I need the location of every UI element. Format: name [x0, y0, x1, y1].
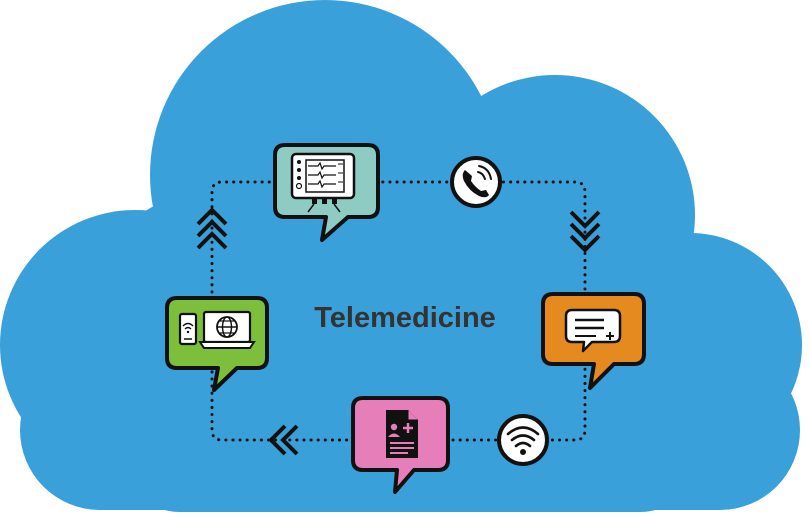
chat-node — [541, 292, 646, 390]
devices-node — [165, 296, 269, 392]
monitor-node — [273, 143, 380, 242]
dotted-path — [210, 180, 587, 294]
wifi-circle — [497, 414, 549, 466]
medical-record-icon — [386, 410, 418, 458]
chevrons-down-icon — [569, 210, 601, 253]
chevrons-up-icon — [196, 207, 228, 250]
wifi-node — [497, 414, 549, 466]
dotted-path — [210, 353, 587, 442]
chat-message-icon — [564, 308, 622, 353]
vital-signs-monitor-icon — [290, 152, 356, 213]
mobile-laptop-internet-icon — [178, 310, 256, 349]
connector-loop — [210, 180, 587, 442]
wifi-icon — [506, 426, 540, 455]
phone-node — [450, 156, 502, 208]
diagram-title: Telemedicine — [314, 302, 496, 334]
phone-circle — [450, 156, 502, 208]
record-node — [351, 396, 450, 494]
phone-call-icon — [462, 165, 492, 198]
chevrons-left-icon — [268, 424, 299, 456]
